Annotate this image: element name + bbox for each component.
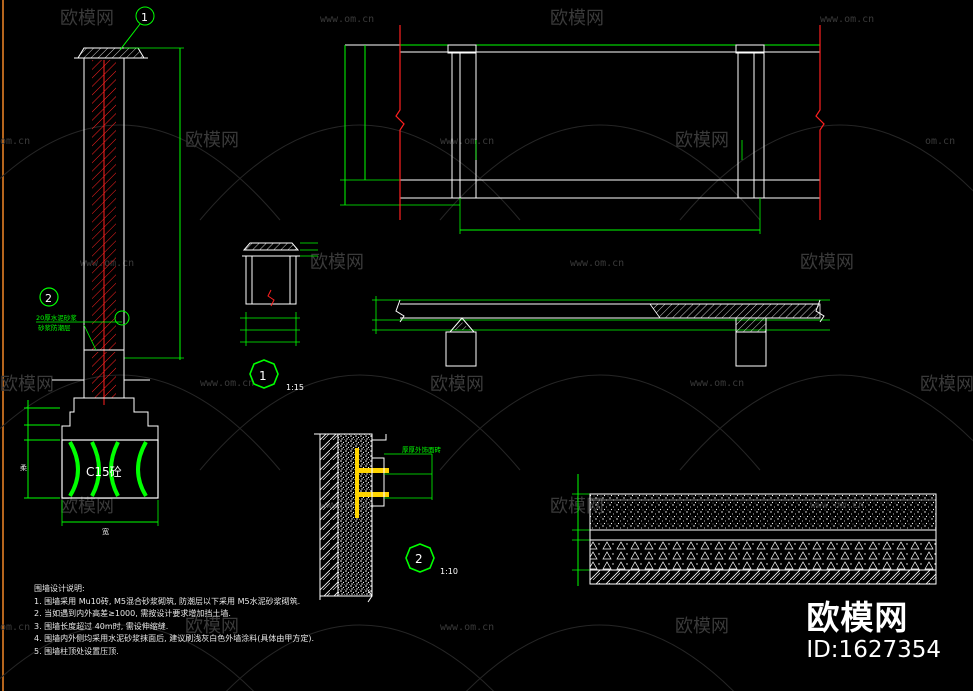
wall-elevation — [340, 25, 825, 234]
watermark-url: www.om.cn — [690, 378, 744, 389]
detail-number: 1 — [259, 369, 267, 383]
watermark-brand: 欧模网 — [60, 496, 114, 517]
detail-number: 2 — [415, 552, 423, 566]
coping-detail-1: 1 1:15 — [240, 242, 318, 392]
brand-name: 欧模网 — [806, 598, 909, 637]
watermark-brand: 欧模网 — [800, 252, 854, 273]
watermark-brand: 欧模网 — [185, 616, 239, 637]
dim-label-left: 柔 — [20, 463, 27, 472]
watermark-brand: 欧模网 — [185, 130, 239, 151]
notes-item: 3. 围墙长度超过 40m时, 需设伸缩缝. — [34, 621, 169, 631]
notes-item: 5. 围墙柱顶处设置压顶. — [34, 646, 119, 656]
wall-section-detail: 柔 C15砼 宽 1 2 — [20, 6, 184, 536]
watermark-layer: 欧模网 www.om.cn 欧模网 www.om.cn om.cn 欧模网 ww… — [0, 8, 973, 637]
notes-title: 围墙设计说明: — [34, 584, 85, 593]
watermark-url: www.om.cn — [440, 136, 494, 147]
watermark-brand: 欧模网 — [675, 130, 729, 151]
watermark-brand: 欧模网 — [310, 252, 364, 273]
watermark-url: om.cn — [0, 622, 30, 633]
brand-id: ID:1627354 — [806, 637, 941, 663]
watermark-brand: 欧模网 — [675, 616, 729, 637]
notes-item: 1. 围墙采用 Mu10砖, M5混合砂浆砌筑, 防潮层以下采用 M5水泥砂浆砌… — [34, 596, 301, 606]
watermark-url: www.om.cn — [820, 14, 874, 25]
notes-item: 4. 围墙内外侧均采用水泥砂浆抹面后, 建议刷浅灰白色外墙涂料(具体由甲方定). — [34, 634, 315, 644]
paving-section — [572, 474, 937, 586]
dim-label-bottom: 宽 — [102, 527, 109, 536]
wall-tie-detail-2: 厚厚外饰面砖 2 1:10 — [314, 433, 458, 603]
watermark-url: www.om.cn — [570, 258, 624, 269]
notes-item: 2. 当如遇到内外高差≥1000, 需按设计要求增加挡土墙. — [34, 609, 231, 619]
watermark-url: www.om.cn — [200, 378, 254, 389]
material-note: 厚厚外饰面砖 — [402, 445, 442, 454]
watermark-brand: 欧模网 — [0, 374, 54, 395]
material-note: 砂浆防潮层 — [38, 323, 71, 332]
detail-scale: 1:10 — [440, 567, 458, 576]
watermark-url: www.om.cn — [320, 14, 374, 25]
brand-badge: 欧模网 ID:1627354 — [806, 591, 941, 663]
watermark-url: om.cn — [0, 136, 30, 147]
design-notes: 围墙设计说明: 1. 围墙采用 Mu10砖, M5混合砂浆砌筑, 防潮层以下采用… — [34, 583, 334, 659]
callout-number: 2 — [45, 292, 52, 305]
wall-plan — [372, 296, 830, 367]
watermark-brand: 欧模网 — [920, 374, 973, 395]
callout-number: 1 — [141, 11, 148, 24]
watermark-url: om.cn — [925, 136, 955, 147]
watermark-url: www.om.cn — [440, 622, 494, 633]
foundation-label: C15砼 — [86, 465, 122, 479]
watermark-brand: 欧模网 — [550, 8, 604, 29]
watermark-arcs — [0, 124, 973, 691]
detail-scale: 1:15 — [286, 383, 304, 392]
watermark-brand: 欧模网 — [430, 374, 484, 395]
watermark-brand: 欧模网 — [60, 8, 114, 29]
material-note: 20厚水泥砂浆 — [36, 313, 77, 322]
